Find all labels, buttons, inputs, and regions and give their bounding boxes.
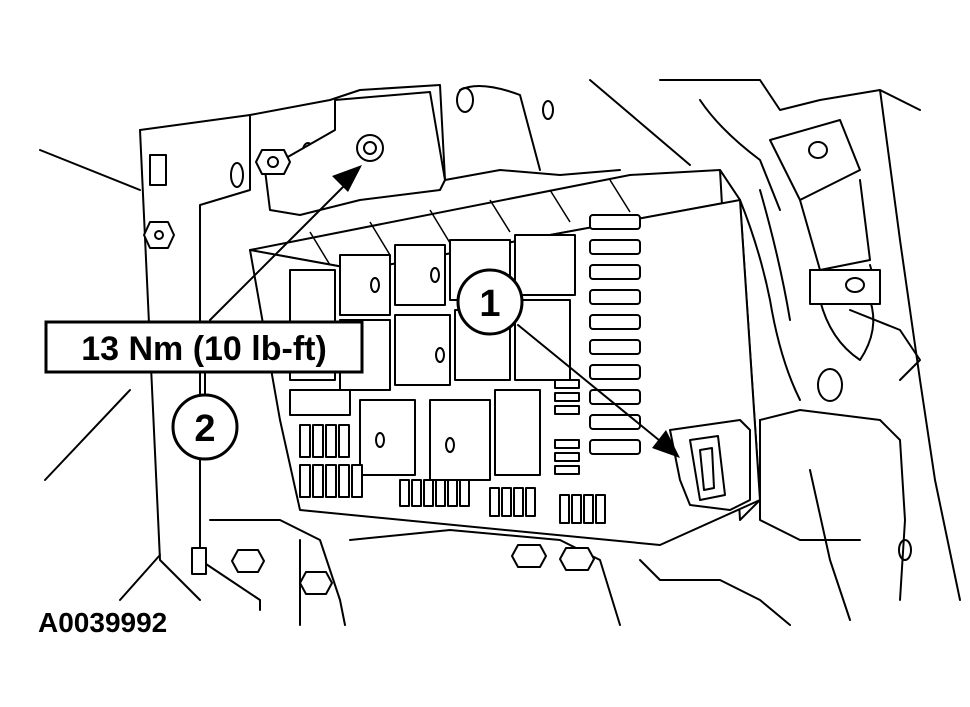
- bolt-icon: [255, 149, 291, 175]
- mounting-bracket: [143, 91, 446, 249]
- bolt-icon: [299, 571, 333, 595]
- wiring-harness: [739, 119, 921, 401]
- callout-number: 2: [194, 408, 215, 450]
- panel-slot: [149, 154, 167, 186]
- harness-clip: [809, 269, 881, 305]
- torque-callout: 13 Nm (10 lb-ft): [44, 320, 364, 374]
- torque-label: 13 Nm (10 lb-ft): [81, 330, 327, 368]
- bolt-icon: [559, 547, 595, 571]
- torque-label-box: [44, 320, 364, 374]
- callout-1: 1: [456, 268, 524, 336]
- vehicle-structure: [39, 79, 961, 626]
- fuse-row: [289, 379, 606, 524]
- arrow-icon: [332, 165, 362, 192]
- connector-latch: [669, 419, 751, 511]
- bolt-icon: [511, 544, 547, 568]
- leader-lines: [204, 165, 680, 458]
- callout-2: 2: [171, 393, 239, 461]
- panel-slot: [191, 547, 207, 575]
- bolt-icon: [143, 221, 175, 249]
- fuse-box: [231, 169, 761, 595]
- bolt-icon: [231, 549, 265, 573]
- arrow-icon: [652, 430, 680, 458]
- callout-number: 1: [479, 283, 500, 325]
- figure-id: A0039992: [38, 607, 167, 638]
